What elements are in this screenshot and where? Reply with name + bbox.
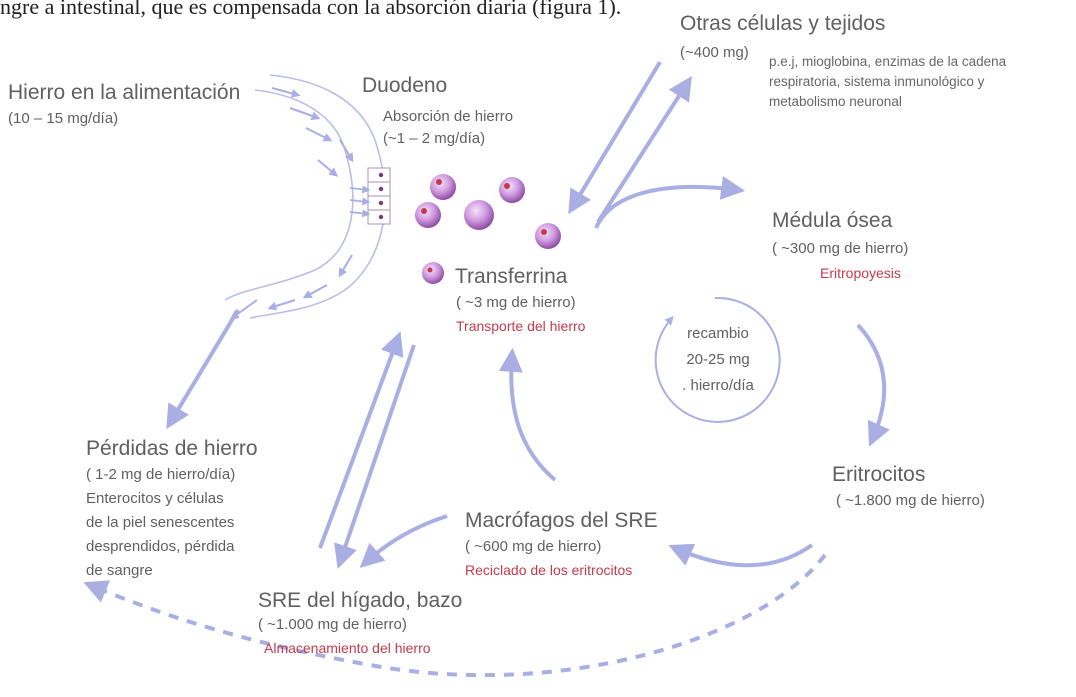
other-tissues-desc-line-1: p.e.j, mioglobina, enzimas de la cadena [769, 54, 1006, 70]
arrow-from-other-tissues [572, 62, 660, 208]
arrow-marrow-to-erythrocytes [858, 325, 884, 440]
other-tissues-desc-line-3: metabolismo neuronal [769, 94, 902, 110]
arrow-to-losses [170, 310, 238, 423]
other-tissues-desc-line-2: respiratoria, sistema inmunológico y [769, 74, 984, 90]
dietary-iron-amount: (10 – 15 mg/día) [8, 110, 118, 128]
blood-loss-dashed-arrow [90, 555, 825, 675]
transferrin-role: Transporte del hierro [456, 318, 585, 335]
transferrin-amount: ( ~3 mg de hierro) [456, 294, 576, 312]
absorption-amount: (~1 – 2 mg/día) [383, 130, 485, 148]
iron-losses-desc-line-1: Enterocitos y células [86, 490, 224, 508]
turnover-line-3: . hierro/día [682, 377, 754, 395]
arrow-to-other-tissues [598, 82, 688, 222]
intestine-tube [225, 75, 385, 318]
other-tissues-amount: (~400 mg) [680, 44, 749, 62]
liver-spleen-title: SRE del hígado, bazo [258, 588, 462, 614]
turnover-line-2: 20-25 mg [682, 351, 754, 369]
intestine-flow-arrows [232, 88, 352, 318]
transferrin-title: Transferrina [455, 264, 567, 290]
liver-spleen-amount: ( ~1.000 mg de hierro) [258, 616, 407, 634]
macrophages-title: Macrófagos del SRE [465, 508, 658, 534]
erythrocytes-amount: ( ~1.800 mg de hierro) [836, 492, 985, 510]
bone-marrow-role: Eritropoyesis [820, 265, 901, 282]
other-tissues-title: Otras células y tejidos [680, 11, 885, 37]
iron-losses-title: Pérdidas de hierro [86, 436, 258, 462]
bone-marrow-amount: ( ~300 mg de hierro) [772, 240, 908, 258]
macrophages-amount: ( ~600 mg de hierro) [465, 538, 601, 556]
arrow-macrophages-to-liver [365, 516, 447, 563]
dietary-iron-title: Hierro en la alimentación [8, 80, 240, 106]
turnover-line-1: recambio [682, 325, 754, 343]
duodenum-title: Duodeno [362, 73, 447, 99]
enterocyte-cells [368, 168, 390, 224]
erythrocytes-title: Eritrocitos [832, 462, 925, 488]
iron-losses-amount: ( 1-2 mg de hierro/día) [86, 466, 235, 484]
arrow-transferrin-to-liver [340, 345, 414, 562]
absorption-label: Absorción de hierro [383, 108, 513, 126]
arrow-macrophages-to-transferrin [511, 355, 555, 480]
liver-spleen-role: Almacenamiento del hierro [264, 640, 431, 657]
iron-losses-desc-line-2: de la piel senescentes [86, 514, 234, 532]
iron-losses-desc-line-3: desprendidos, pérdida [86, 538, 234, 556]
macrophages-role: Reciclado de los eritrocitos [465, 562, 632, 579]
bone-marrow-title: Médula ósea [772, 208, 892, 234]
iron-losses-desc-line-4: de sangre [86, 562, 153, 580]
arrow-liver-to-transferrin [320, 338, 398, 548]
arrow-erythrocytes-to-macrophages [675, 545, 812, 565]
